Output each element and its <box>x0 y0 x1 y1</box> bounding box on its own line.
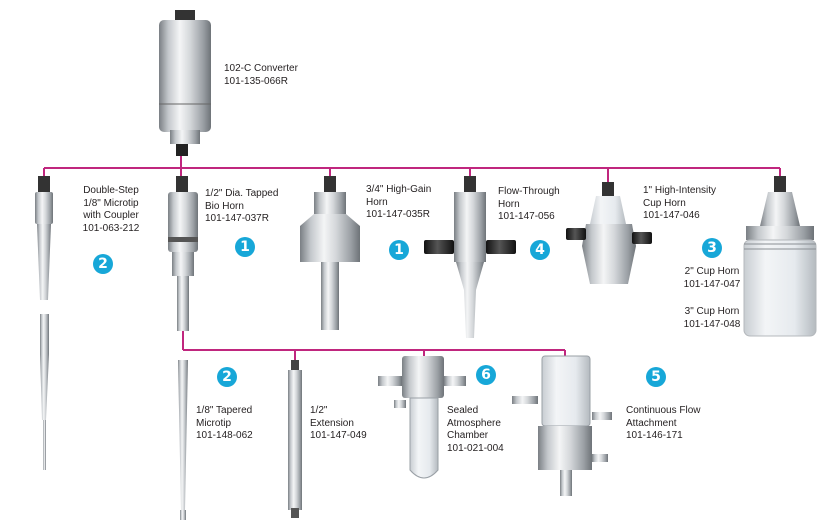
label-line: 101-147-056 <box>498 211 555 222</box>
label-line: 101-148-062 <box>196 430 253 441</box>
cup-horn-3in-label: 3" Cup Horn 101-147-048 <box>672 306 752 331</box>
label-line: 101-146-171 <box>626 430 683 441</box>
label-line: Bio Horn <box>205 200 244 212</box>
high-intensity-cup-horn-label: 1" High-Intensity Cup Horn 101-147-046 <box>643 185 716 223</box>
label-line: with Coupler <box>83 210 139 221</box>
label-line: 101-147-048 <box>683 318 741 330</box>
high-gain-horn-image <box>300 176 360 330</box>
label-line: 101-147-037R <box>205 213 269 224</box>
badge-double-step-microtip: 2 <box>93 254 113 274</box>
label-line: 101-021-004 <box>447 442 504 454</box>
label-line: 101-147-049 <box>310 430 367 441</box>
label-line: Continuous Flow <box>626 405 701 416</box>
label-line: Atmosphere <box>447 417 501 429</box>
label-line: Horn <box>366 196 388 208</box>
tapered-microtip-image <box>178 360 188 520</box>
label-line: 3" Cup Horn <box>684 306 740 317</box>
label-line: 1/8" Microtip <box>83 197 139 209</box>
double-step-microtip-image <box>35 176 53 470</box>
label-line: Microtip <box>196 417 232 429</box>
badge-bio-horn: 1 <box>235 237 255 257</box>
label-line: 1/2" <box>310 405 328 416</box>
label-line: Cup Horn <box>643 197 686 209</box>
high-intensity-cup-horn-image <box>566 182 652 284</box>
sealed-atmosphere-chamber-label: Sealed Atmosphere Chamber 101-021-004 <box>447 405 504 455</box>
label-line: 1" High-Intensity <box>643 185 717 196</box>
badge-continuous-flow-attachment: 5 <box>646 367 666 387</box>
connector-lines <box>43 152 781 360</box>
label-line: 101-147-035R <box>366 209 430 220</box>
badge-tapered-microtip: 2 <box>217 367 237 387</box>
label-line: 1/8" Tapered <box>196 405 253 416</box>
label-line: 101-147-046 <box>643 210 700 221</box>
label-line: 3/4" High-Gain <box>366 184 432 195</box>
cup-horn-image <box>743 176 817 337</box>
extension-label: 1/2" Extension 101-147-049 <box>310 405 367 443</box>
bio-horn-image <box>168 176 198 331</box>
label-line: 1/2" Dia. Tapped <box>205 188 279 199</box>
continuous-flow-attachment-image <box>512 355 612 496</box>
label-line: Chamber <box>447 430 489 441</box>
converter-label: 102-C Converter 101-135-066R <box>224 63 298 88</box>
label-line: Attachment <box>626 417 677 429</box>
flow-through-horn-image <box>424 176 516 338</box>
bio-horn-label: 1/2" Dia. Tapped Bio Horn 101-147-037R <box>205 188 278 226</box>
label-line: 101-063-212 <box>82 222 140 234</box>
badge-high-gain-horn: 1 <box>389 240 409 260</box>
label-line: Flow-Through <box>498 186 560 197</box>
sealed-atmosphere-chamber-image <box>378 356 466 479</box>
double-step-microtip-label: Double-Step 1/8" Microtip with Coupler 1… <box>63 185 159 235</box>
tapered-microtip-label: 1/8" Tapered Microtip 101-148-062 <box>196 405 253 443</box>
badge-flow-through-horn: 4 <box>530 240 550 260</box>
converter-part-number: 101-135-066R <box>224 75 288 87</box>
label-line: Horn <box>498 198 520 210</box>
label-line: 101-147-047 <box>683 278 741 290</box>
badge-sealed-atmosphere-chamber: 6 <box>476 365 496 385</box>
flow-through-horn-label: Flow-Through Horn 101-147-056 <box>498 186 560 224</box>
converter-image <box>159 10 211 156</box>
label-line: Sealed <box>447 405 479 416</box>
extension-image <box>288 360 302 518</box>
badge-cup-horns: 3 <box>702 238 722 258</box>
label-line: Double-Step <box>83 185 139 196</box>
converter-name: 102-C Converter <box>224 63 298 74</box>
high-gain-horn-label: 3/4" High-Gain Horn 101-147-035R <box>366 184 431 222</box>
cup-horn-2in-label: 2" Cup Horn 101-147-047 <box>672 266 752 291</box>
continuous-flow-attachment-label: Continuous Flow Attachment 101-146-171 <box>626 405 700 443</box>
label-line: 2" Cup Horn <box>684 266 740 277</box>
label-line: Extension <box>310 417 354 429</box>
